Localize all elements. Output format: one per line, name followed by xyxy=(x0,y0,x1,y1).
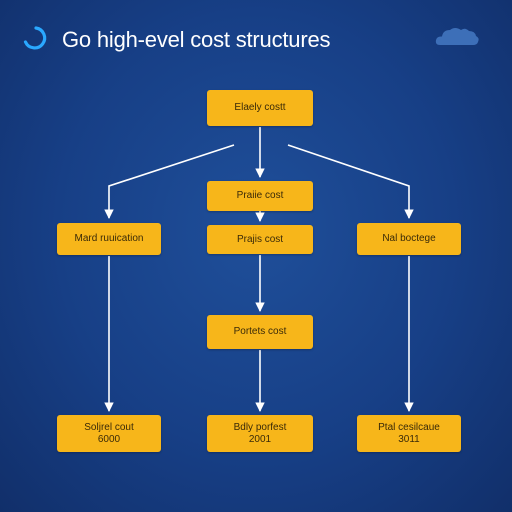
edge-top-right xyxy=(287,144,414,219)
node-label: Praiie cost xyxy=(236,190,284,201)
node-bottom-right: Ptal cesilcaue 3011 xyxy=(357,415,461,452)
node-label: Elaely costt xyxy=(234,102,286,113)
node-label: Portets cost xyxy=(233,326,287,337)
node-p3: Portets cost xyxy=(207,315,313,349)
edge-top-left xyxy=(104,144,235,219)
node-label: Nal boctege xyxy=(382,233,436,244)
node-label: Soljrel cout xyxy=(84,421,134,433)
node-label: Bdly porfest xyxy=(233,421,287,433)
node-p1: Praiie cost xyxy=(207,181,313,211)
header: Go high-evel cost structures xyxy=(0,0,512,80)
node-value: 3011 xyxy=(398,433,420,445)
node-top: Elaely costt xyxy=(207,90,313,126)
node-label: Prajis cost xyxy=(236,233,284,245)
cloud-icon xyxy=(435,28,479,45)
node-right: Nal boctege xyxy=(357,223,461,255)
node-left: Mard ruuication xyxy=(57,223,161,255)
node-value: 6000 xyxy=(97,433,121,445)
node-mid: Prajis cost xyxy=(207,225,313,254)
node-label: Mard ruuication xyxy=(74,233,144,244)
node-label: Ptal cesilcaue xyxy=(378,421,440,433)
node-value: 2001 xyxy=(248,433,272,445)
node-bottom-mid: Bdly porfest 2001 xyxy=(207,415,313,452)
node-bottom-left: Soljrel cout 6000 xyxy=(57,415,161,452)
page-title: Go high-evel cost structures xyxy=(62,27,331,52)
arc-icon xyxy=(23,26,47,50)
